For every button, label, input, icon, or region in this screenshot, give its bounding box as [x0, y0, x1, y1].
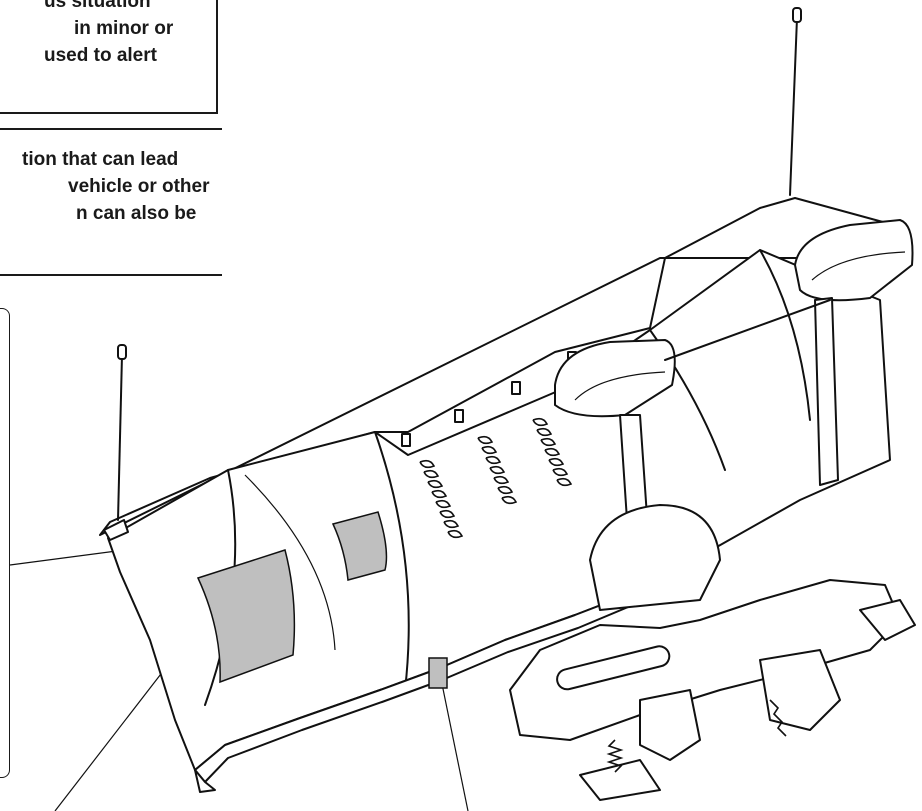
spring-1: [419, 459, 464, 539]
moldboard-crease-2: [374, 431, 410, 691]
right-guide-tip: [792, 7, 802, 23]
lift-cylinder: [556, 645, 671, 691]
warning-line-1: tion that can lead: [22, 149, 179, 170]
jack-spring: [606, 739, 624, 773]
left-light-seam: [574, 371, 666, 401]
latch-spring: [769, 699, 787, 737]
warning-top-rule: [0, 128, 222, 130]
label-area-small: [331, 511, 388, 581]
left-guide-mount: [103, 519, 129, 541]
caution-box: [0, 0, 218, 114]
label-area-large: [196, 549, 296, 684]
bolt-2: [454, 409, 464, 423]
moldboard-crease-4: [759, 249, 811, 421]
caution-line-3: used to alert: [44, 45, 157, 66]
spring-2: [477, 435, 518, 505]
warning-line-2: vehicle or other: [68, 176, 210, 197]
bolt-1: [401, 433, 411, 447]
curb-guard: [194, 769, 216, 793]
caution-line-1: us situation: [44, 0, 151, 12]
mount-bracket-left: [639, 689, 701, 761]
warning-bottom-rule: [0, 274, 222, 276]
trip-springs: [419, 417, 573, 539]
label-area-narrow: [428, 657, 448, 689]
right-light-tower: [814, 297, 839, 486]
pivot-housing: [589, 504, 721, 611]
light-bar-crossmember: [664, 299, 831, 361]
right-blade-guide: [789, 17, 798, 196]
right-light-seam: [811, 251, 906, 281]
warning-line-3: n can also be: [76, 203, 197, 224]
hitch-pin-bracket: [859, 599, 916, 641]
mount-bracket-right: [759, 649, 841, 731]
caution-line-2: in minor or: [74, 18, 174, 39]
leader-line-right: [441, 683, 469, 811]
left-blade-guide: [117, 354, 123, 521]
bolt-3: [511, 381, 521, 395]
spring-3: [532, 417, 573, 487]
moldboard-panel-line: [244, 474, 336, 651]
left-guide-tip: [117, 344, 127, 360]
